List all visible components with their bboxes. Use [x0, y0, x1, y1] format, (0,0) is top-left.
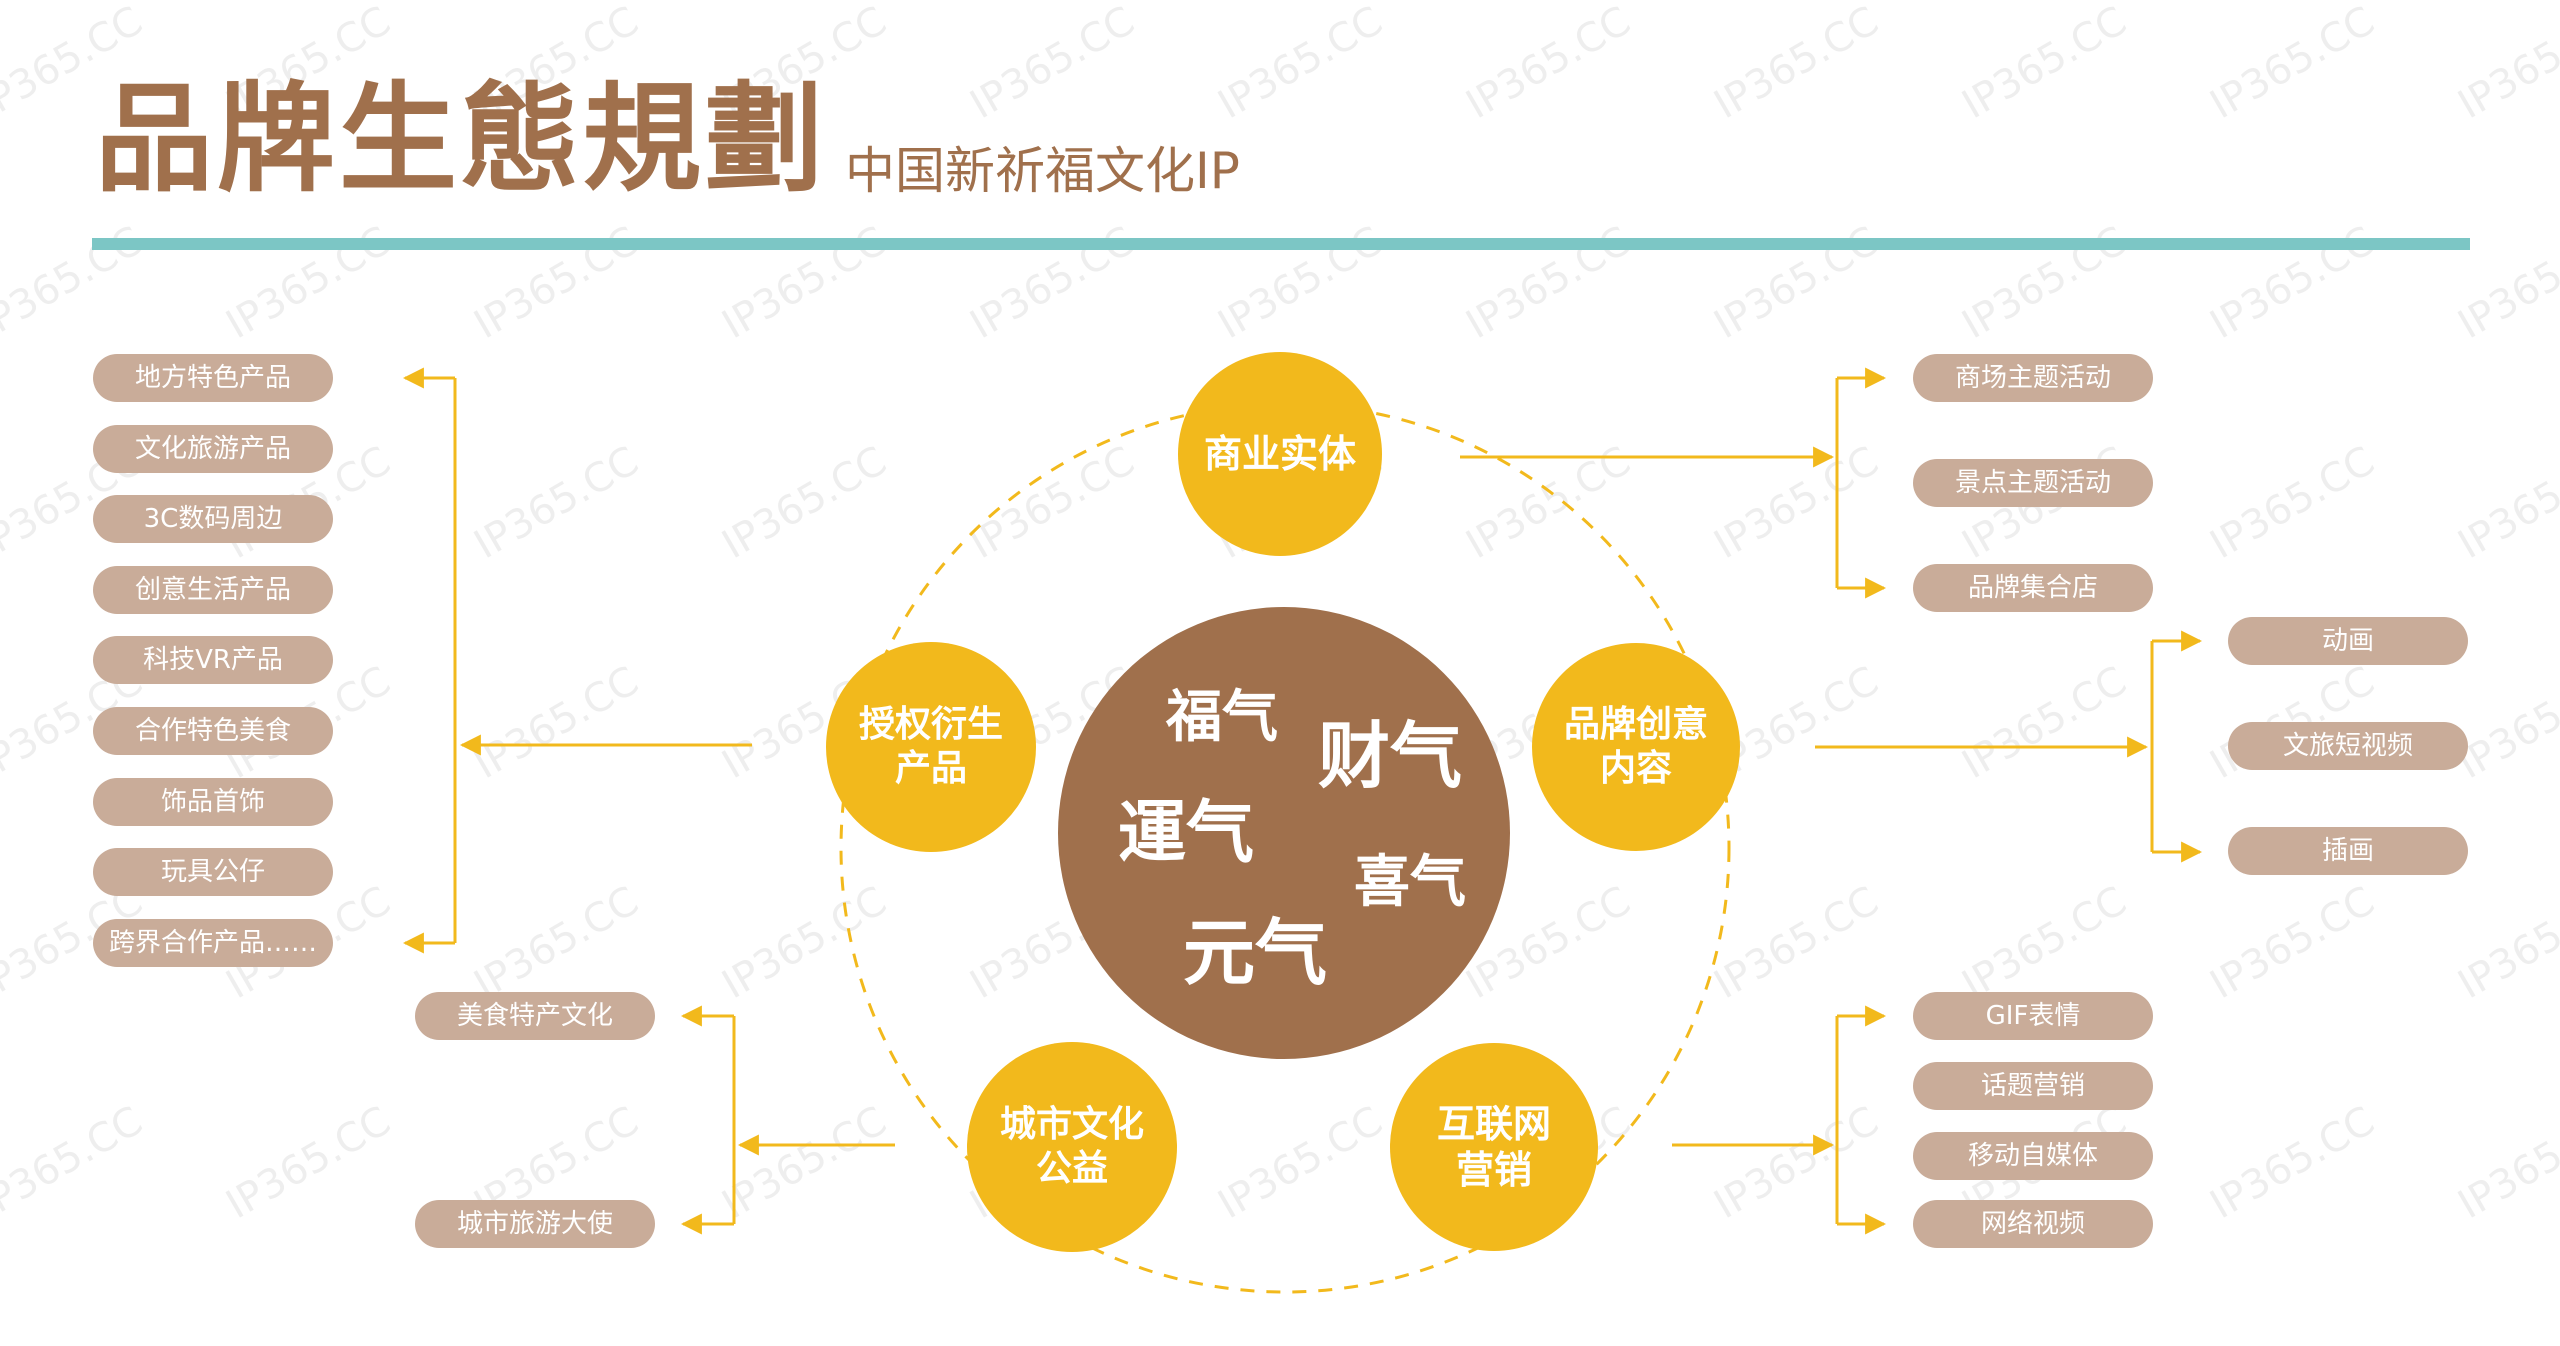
center-word-caiqi: 财气: [1318, 714, 1463, 798]
internet-item-web-video: 网络视频: [1913, 1200, 2153, 1248]
content-item-travel-video: 文旅短视频: [2228, 722, 2468, 770]
license-item-jewelry: 饰品首饰: [93, 778, 333, 826]
center-word-xiqi: 喜气: [1354, 850, 1466, 915]
header-divider: [92, 238, 2470, 250]
content-connector: [1815, 630, 2203, 863]
license-connector: [402, 367, 752, 954]
commerce-item-brand-store: 品牌集合店: [1913, 564, 2153, 612]
license-item-food: 合作特色美食: [93, 707, 333, 755]
node-commerce: 商业实体: [1178, 352, 1382, 556]
node-city-culture: 城市文化 公益: [967, 1042, 1177, 1252]
center-word-yunqi: 運气: [1118, 794, 1255, 873]
center-word-fuqi: 福气: [1166, 685, 1278, 750]
commerce-item-mall-events: 商场主题活动: [1913, 354, 2153, 402]
commerce-item-scenic-events: 景点主题活动: [1913, 459, 2153, 507]
city-item-food-culture: 美食特产文化: [415, 992, 655, 1040]
commerce-connector: [1460, 367, 1887, 599]
internet-item-topic-marketing: 话题营销: [1913, 1062, 2153, 1110]
center-circle: [1058, 607, 1510, 1059]
content-item-illustration: 插画: [2228, 827, 2468, 875]
city-connector: [680, 1005, 895, 1235]
license-item-crossover: 跨界合作产品……: [93, 919, 333, 967]
page-subtitle: 中国新祈福文化IP: [845, 142, 1240, 200]
node-license-products: 授权衍生 产品: [826, 642, 1036, 852]
city-item-tourism-ambassador: 城市旅游大使: [415, 1200, 655, 1248]
internet-item-gif: GIF表情: [1913, 992, 2153, 1040]
node-internet-marketing: 互联网 营销: [1390, 1043, 1598, 1251]
license-item-creative-life: 创意生活产品: [93, 566, 333, 614]
content-item-animation: 动画: [2228, 617, 2468, 665]
page-title: 品牌生態規劃: [95, 70, 828, 208]
license-item-toys: 玩具公仔: [93, 848, 333, 896]
center-word-yuanqi: 元气: [1183, 911, 1328, 995]
internet-item-self-media: 移动自媒体: [1913, 1132, 2153, 1180]
license-item-local-specialty: 地方特色产品: [93, 354, 333, 402]
license-item-tech-vr: 科技VR产品: [93, 636, 333, 684]
node-brand-content: 品牌创意 内容: [1532, 643, 1740, 851]
internet-connector: [1672, 1005, 1887, 1235]
license-item-3c-digital: 3C数码周边: [93, 495, 333, 543]
license-item-cultural-tourism: 文化旅游产品: [93, 425, 333, 473]
